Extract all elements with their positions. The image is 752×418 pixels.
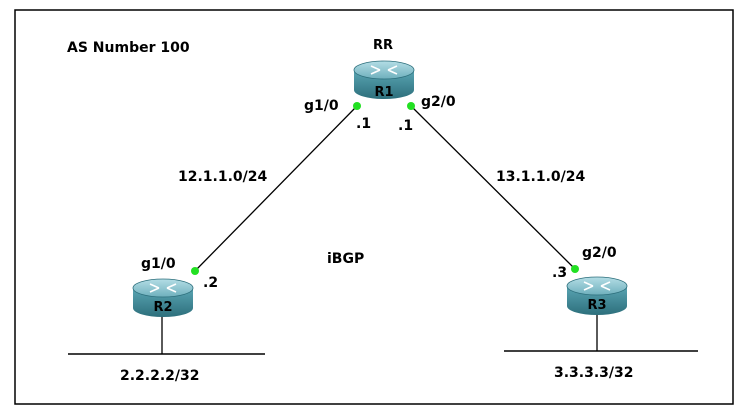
r2-g1-0-label: g1/0 (141, 256, 176, 272)
r1-g2-0-port-indicator (407, 102, 415, 110)
router-icon (353, 60, 415, 99)
r3-g2-0-label: g2/0 (582, 245, 617, 261)
r1-g2-0-label: g2/0 (421, 94, 456, 110)
r3-host-label: .3 (552, 265, 567, 281)
router-r3[interactable] (566, 276, 628, 315)
as-number-label: AS Number 100 (67, 40, 190, 56)
ibgp-label: iBGP (327, 251, 364, 267)
diagram-border (14, 9, 734, 405)
router-r2[interactable] (132, 278, 194, 317)
link-r1-r3 (410, 105, 576, 270)
router-r1[interactable] (353, 60, 415, 99)
r2-host-label: .2 (203, 275, 218, 291)
router-icon (132, 278, 194, 317)
r2-name-label: R2 (153, 300, 172, 315)
r1-g1-0-label: g1/0 (304, 98, 339, 114)
r3-g2-0-port-indicator (571, 265, 579, 273)
subnet-r1-r3-label: 13.1.1.0/24 (496, 169, 586, 185)
r1-g1-0-port-indicator (353, 102, 361, 110)
r1-g2-0-host-label: .1 (398, 118, 413, 134)
r2-loopback-prefix-label: 2.2.2.2/32 (120, 368, 200, 384)
r2-g1-0-port-indicator (191, 267, 199, 275)
r1-role-label: RR (373, 38, 393, 53)
r1-name-label: R1 (374, 85, 393, 100)
link-r1-r2 (194, 105, 358, 272)
r3-loopback-prefix-label: 3.3.3.3/32 (554, 365, 634, 381)
r3-name-label: R3 (587, 298, 606, 313)
subnet-r1-r2-label: 12.1.1.0/24 (178, 169, 268, 185)
router-icon (566, 276, 628, 315)
r1-g1-0-host-label: .1 (356, 116, 371, 132)
